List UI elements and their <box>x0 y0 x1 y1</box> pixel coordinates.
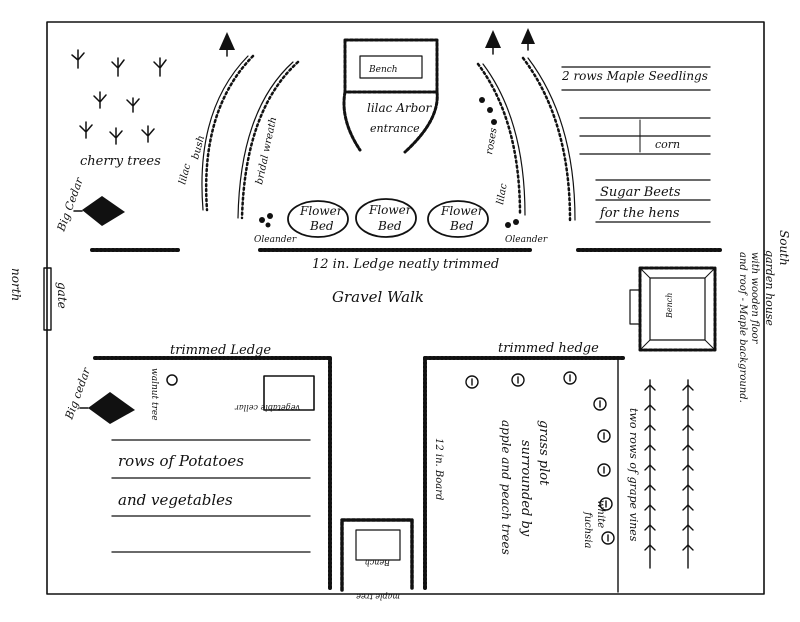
white-fuchsia-label-1: white <box>595 500 606 528</box>
bench-top-label: Bench <box>368 65 398 75</box>
corn-label: corn <box>655 138 680 151</box>
hedge-top-label: 12 in. Ledge neatly trimmed <box>312 257 499 272</box>
maple-tree-label: maple tree <box>356 592 400 601</box>
flower-bed-2 <box>355 198 417 238</box>
big-cedar-tree-icon <box>79 392 135 424</box>
shrub-label-right-2: lilac <box>495 182 510 205</box>
potatoes-label: rows of Potatoes <box>118 452 244 470</box>
bench-bottom-label: Bench <box>365 558 391 567</box>
cherry-trees-label: cherry trees <box>80 154 161 169</box>
flower-bed-2-label-a: Flower <box>368 203 413 217</box>
big-cedar-top-label: Big Cedar <box>54 175 86 234</box>
flower-bed-1-label-b: Bed <box>309 219 334 233</box>
grass-plot-label-2: surrounded by <box>518 440 533 537</box>
grass-plot-label-1: grass plot <box>536 420 551 486</box>
cherry-trees <box>71 49 167 145</box>
flower-bed-3-label-a: Flower <box>440 204 485 218</box>
bottom-bench <box>340 518 414 592</box>
big-cedar-bottom-label: Big cedar <box>62 365 93 422</box>
curved-hedge-right-outer <box>521 56 572 222</box>
garden-house-label-3: and roof - Maple background. <box>737 252 748 403</box>
grape-vines-label: two rows of grape vines <box>627 408 640 542</box>
oleander-right-label: Oleander <box>505 235 548 245</box>
entrance-label: entrance <box>370 122 420 135</box>
shrub-label-left-1: lilac <box>177 162 193 186</box>
fruit-tree-icons <box>465 371 615 545</box>
vegetable-cellar-label: vegetable cellar <box>234 403 300 412</box>
walnut-tree-icon <box>166 374 178 386</box>
oleander-left-label: Oleander <box>254 235 297 245</box>
vegetables-label: and vegetables <box>118 491 233 509</box>
big-cedar-tree-icon <box>73 196 125 226</box>
lilac-arbor <box>342 38 439 154</box>
curved-hedge-right-inner <box>476 62 522 217</box>
gate <box>43 267 52 331</box>
white-fuchsia-label-2: fuchsia <box>582 511 593 549</box>
garden-house <box>629 266 717 352</box>
curved-hedge-left-inner <box>240 60 300 220</box>
flower-bed-3 <box>427 200 489 238</box>
oleander-right-icon <box>505 219 519 228</box>
vegetable-cellar <box>263 375 315 411</box>
shrub-label-right-1: roses <box>484 127 500 155</box>
north-label: north <box>9 268 23 301</box>
trimmed-hedge-right-label: trimmed hedge <box>498 341 599 356</box>
curved-hedge-left-outer <box>204 54 255 212</box>
garden-house-label-2: with wooden floor <box>749 252 760 345</box>
grape-vine-rows <box>644 379 694 569</box>
flower-bed-1 <box>287 200 349 238</box>
evergreen-tree-icon <box>521 28 535 51</box>
oleander-left-icon <box>259 213 273 228</box>
garden-house-bench-label: Bench <box>665 293 674 319</box>
gravel-walk-label: Gravel Walk <box>332 288 424 306</box>
gate-label: gate <box>55 282 69 309</box>
flower-bed-1-label-a: Flower <box>299 204 344 218</box>
flower-bed-3-label-b: Bed <box>449 219 474 233</box>
sugar-beets-label-2: for the hens <box>599 206 680 221</box>
maple-seedlings-label: 2 rows Maple Seedlings <box>561 69 708 83</box>
garden-house-label-1: garden house <box>763 250 776 326</box>
rose-bush-icon <box>479 97 497 125</box>
evergreen-tree-icon <box>219 32 235 57</box>
trimmed-hedge-left-label: trimmed Ledge <box>170 343 271 358</box>
flower-bed-2-label-b: Bed <box>377 219 402 233</box>
walnut-tree-label: walnut tree <box>149 368 159 421</box>
board-walk-label: 12 in. Board <box>433 438 444 500</box>
south-label: South <box>777 230 791 266</box>
evergreen-tree-icon <box>485 30 501 55</box>
grass-plot-label-3: apple and peach trees <box>499 420 513 555</box>
lilac-arbor-label: lilac Arbor <box>367 101 433 115</box>
sugar-beets-label-1: Sugar Beets <box>600 185 681 200</box>
